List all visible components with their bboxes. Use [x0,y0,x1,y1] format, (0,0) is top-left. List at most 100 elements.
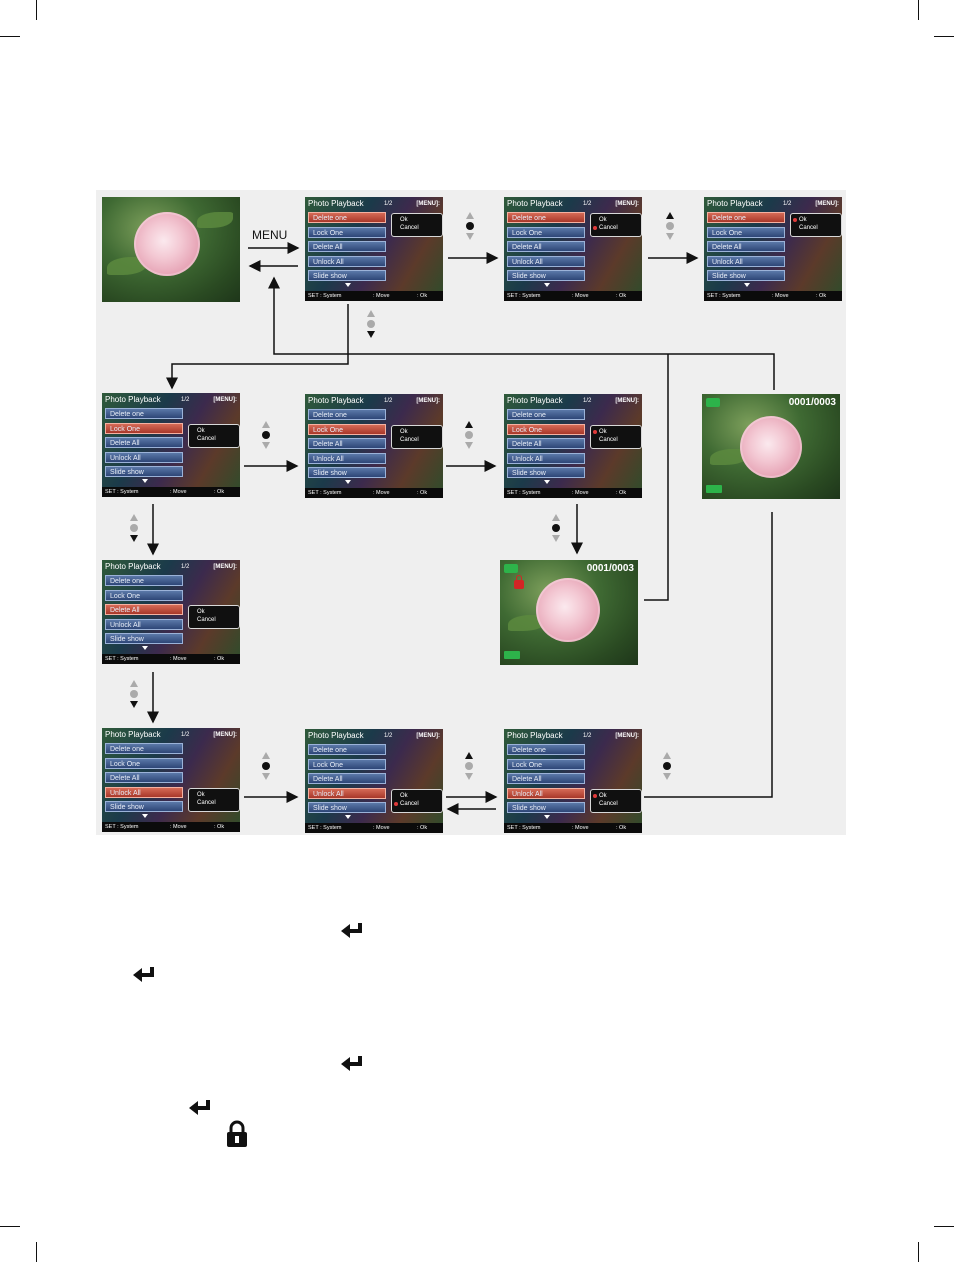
menu-item[interactable]: Delete All [507,773,585,784]
arrow-return-to-menu [268,276,775,390]
menu-item[interactable]: Delete All [308,241,386,252]
menu-item[interactable]: Delete one [707,212,785,223]
screen-title: Photo Playback [507,731,563,740]
nav-down-icon [663,773,671,780]
popup-cancel-option[interactable]: Cancel [599,225,618,231]
popup-ok-option[interactable]: Ok [400,792,408,799]
menu-item[interactable]: Unlock All [507,452,585,464]
popup-cancel-option[interactable]: Cancel [400,225,419,231]
menu-item[interactable]: Delete All [507,438,585,449]
status-set-label: SET : System [308,293,342,299]
menu-item[interactable]: Lock One [507,226,585,238]
popup-cancel-option[interactable]: Cancel [197,617,216,623]
menu-item[interactable]: Slide show [308,802,386,813]
menu-item[interactable]: Unlock All [707,255,785,267]
menu-item[interactable]: Unlock All [507,255,585,267]
popup-ok-option[interactable]: Ok [599,217,607,223]
status-set-label: SET : System [105,489,139,495]
menu-item[interactable]: Delete one [105,408,183,419]
menu-item[interactable]: Lock One [308,226,386,238]
menu-item[interactable]: Delete one [507,409,585,420]
menu-item[interactable]: Delete All [308,438,386,449]
popup-cancel-option[interactable]: Cancel [599,800,618,807]
menu-item[interactable]: Delete one [308,212,386,223]
menu-item[interactable]: Delete All [707,241,785,252]
popup-cancel-option[interactable]: Cancel [400,800,419,807]
status-bar: SET : System: Move: Ok [102,822,240,832]
menu-item[interactable]: Slide show [507,802,585,813]
menu-item[interactable]: Unlock All [105,618,183,630]
popup-cancel-option[interactable]: Cancel [197,435,216,442]
menu-item[interactable]: Lock One [308,758,386,770]
menu-item[interactable]: Unlock All [308,787,386,799]
popup-cancel-option[interactable]: Cancel [599,436,618,443]
popup-ok-option[interactable]: Ok [197,609,205,615]
nav-down-icon [130,701,138,708]
menu-item[interactable]: Slide show [707,270,785,281]
menu-item[interactable]: Slide show [308,467,386,478]
crop-mark [0,36,20,37]
menu-item[interactable]: Slide show [105,801,183,812]
menu-item[interactable]: Delete one [105,575,183,586]
nav-button-indicator [129,514,139,542]
menu-item[interactable]: Lock One [308,423,386,435]
menu-item[interactable]: Delete All [308,773,386,784]
menu-item[interactable]: Unlock All [105,451,183,463]
popup-ok-option[interactable]: Ok [599,792,607,799]
menu-item[interactable]: Delete one [308,744,386,755]
status-ok-label: : Ok [214,489,225,495]
menu-item[interactable]: Lock One [105,422,183,434]
nav-down-icon [465,442,473,449]
menu-exit-tag: [MENU]: [815,201,839,207]
menu-item[interactable]: Slide show [507,467,585,478]
menu-item[interactable]: Delete All [105,437,183,448]
menu-item[interactable]: Lock One [707,226,785,238]
menu-item[interactable]: Unlock All [308,255,386,267]
menu-item[interactable]: Slide show [105,466,183,477]
popup-ok-option[interactable]: Ok [599,428,607,435]
status-set-label: SET : System [507,490,541,496]
crop-mark [934,36,954,37]
menu-item[interactable]: Lock One [105,589,183,601]
menu-item[interactable]: Unlock All [507,787,585,799]
menu-item[interactable]: Delete one [105,743,183,754]
menu-item[interactable]: Delete All [105,604,183,615]
menu-item[interactable]: Lock One [507,758,585,770]
nav-up-icon [262,752,270,759]
nav-select-icon [262,431,270,439]
menu-item[interactable]: Delete All [507,241,585,252]
popup-ok-option[interactable]: Ok [400,217,408,223]
menu-item[interactable]: Delete one [507,744,585,755]
menu-item[interactable]: Slide show [105,633,183,644]
menu-item[interactable]: Unlock All [105,786,183,798]
crop-mark [36,1242,37,1262]
menu-item[interactable]: Slide show [308,270,386,281]
menu-item[interactable]: Lock One [105,757,183,769]
status-set-label: SET : System [707,293,741,299]
menu-item[interactable]: Lock One [507,423,585,435]
menu-item[interactable]: Delete one [308,409,386,420]
screen-title: Photo Playback [308,396,364,405]
popup-cancel-option[interactable]: Cancel [197,799,216,806]
page-indicator: 1/2 [181,564,190,570]
nav-down-icon [552,535,560,542]
popup-ok-option[interactable]: Ok [197,791,205,798]
popup-cancel-option[interactable]: Cancel [799,225,818,231]
menu-item[interactable]: Unlock All [308,452,386,464]
popup-cancel-option[interactable]: Cancel [400,436,419,443]
menu-item[interactable]: Slide show [507,270,585,281]
popup-ok-option[interactable]: Ok [799,217,807,223]
enter-icon [341,1056,362,1071]
popup-ok-option[interactable]: Ok [400,428,408,435]
status-bar: SET : System: Move: Ok [305,488,443,498]
nav-button-indicator [665,212,675,240]
status-move-label: : Move [170,656,187,662]
status-move-label: : Move [572,293,589,299]
menu-item[interactable]: Delete All [105,772,183,783]
popup-ok-option[interactable]: Ok [197,427,205,434]
menu-arrow-label: MENU [252,228,288,242]
menu-item[interactable]: Delete one [507,212,585,223]
